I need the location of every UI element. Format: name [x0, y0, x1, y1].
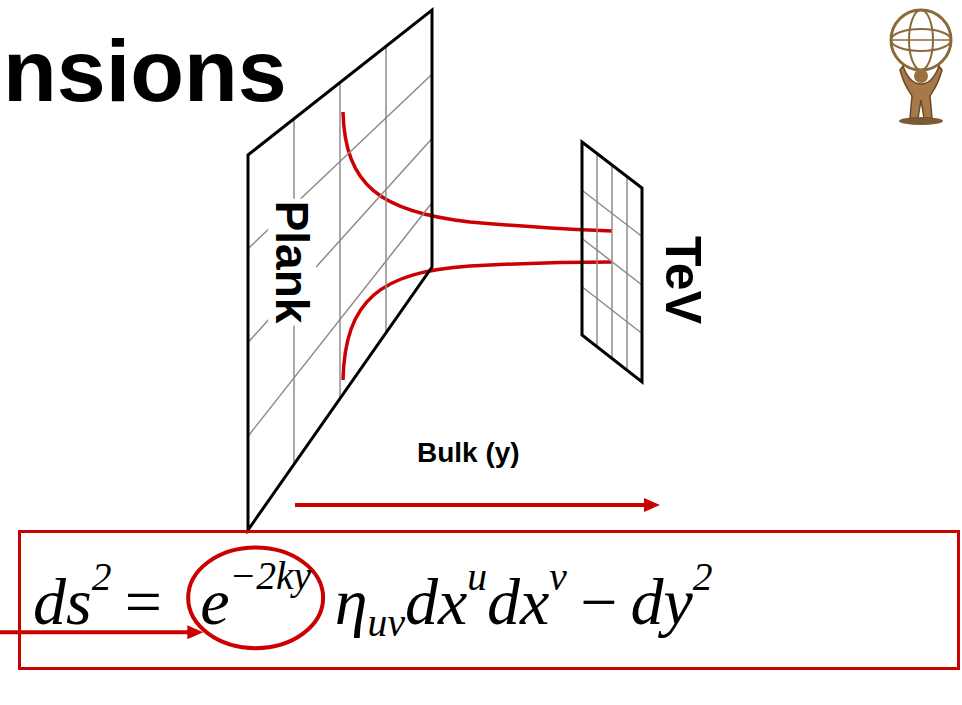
equation-term: 2	[693, 555, 713, 599]
axis-label: Bulk (y)	[415, 436, 522, 470]
atlas-logo	[891, 10, 951, 125]
equation-term: e	[200, 565, 229, 638]
bulk-arrowhead	[644, 498, 660, 512]
bulk-arrow	[295, 503, 646, 507]
brane-label: Plank	[268, 199, 316, 326]
warp-curve	[343, 112, 612, 231]
equation-term: uv	[368, 601, 405, 645]
tev-brane: TeV	[578, 138, 718, 388]
grid-line	[582, 287, 642, 334]
brane-border	[582, 142, 642, 382]
grid-line	[248, 139, 432, 343]
equation-term: 2	[92, 555, 112, 599]
equation-term: ds	[33, 565, 92, 638]
equation-term: =	[125, 565, 162, 638]
equation-line: ds2=e−2kyηuvdxudxv−dy2	[33, 553, 713, 648]
equation-term: dx	[405, 565, 467, 638]
grid-line	[626, 177, 628, 371]
grid-line	[385, 46, 387, 333]
brane-label: TeV	[657, 234, 710, 326]
equation-term: v	[549, 555, 567, 599]
equation-term: u	[467, 555, 487, 599]
highlight-ellipse	[188, 548, 323, 649]
equation-term: −	[580, 565, 617, 638]
brane-border	[248, 10, 432, 530]
equation-term: −2ky	[229, 554, 311, 598]
grid-line	[582, 239, 642, 286]
slide-title: nsions	[3, 27, 287, 115]
equation-row: ds2=e−2kyηuvdxudxv−dy2	[33, 533, 951, 667]
equation-term: dx	[487, 565, 549, 638]
equation-box: ds2=e−2kyηuvdxudxv−dy2	[18, 530, 960, 670]
equation-term: η	[335, 565, 368, 638]
equation-term: dy	[631, 565, 693, 638]
warp-curve	[343, 262, 612, 380]
